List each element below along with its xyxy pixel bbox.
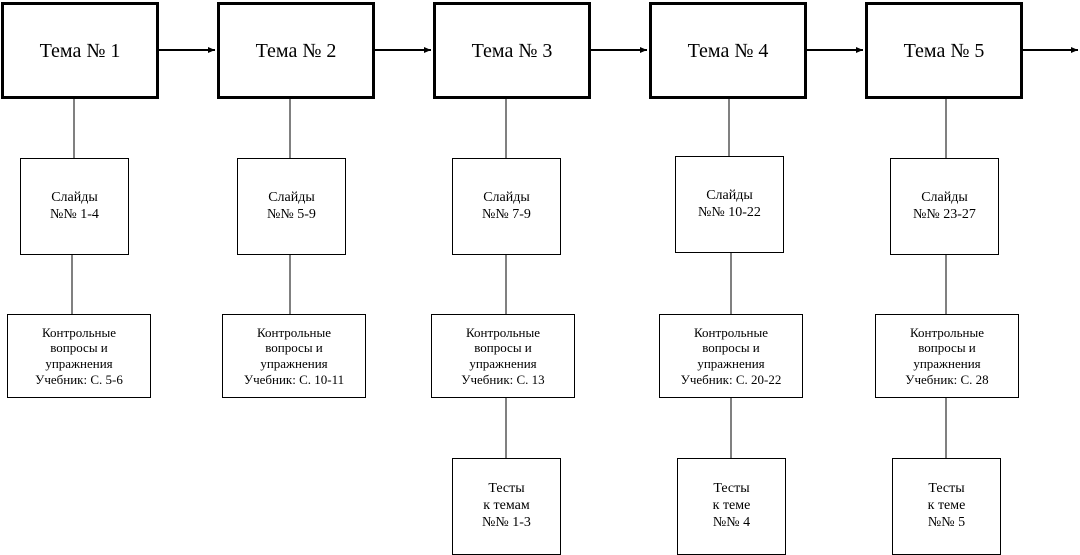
topic-5-tests-box: Тесты к теме №№ 5	[892, 458, 1001, 555]
topic-5-slides-box: Слайды №№ 23-27	[890, 158, 999, 255]
topic-4-tests-box: Тесты к теме №№ 4	[677, 458, 786, 555]
topic-3-slides-box: Слайды №№ 7-9	[452, 158, 561, 255]
topic-1-box: Тема № 1	[1, 2, 159, 99]
topic-2-slides-box: Слайды №№ 5-9	[237, 158, 346, 255]
topic-1-exercises-box: Контрольные вопросы и упражнения Учебник…	[7, 314, 151, 398]
topic-2-exercises-box: Контрольные вопросы и упражнения Учебник…	[222, 314, 366, 398]
topic-2-box: Тема № 2	[217, 2, 375, 99]
topic-4-exercises-box: Контрольные вопросы и упражнения Учебник…	[659, 314, 803, 398]
topic-1-slides-box: Слайды №№ 1-4	[20, 158, 129, 255]
topic-4-slides-box: Слайды №№ 10-22	[675, 156, 784, 253]
topic-5-box: Тема № 5	[865, 2, 1023, 99]
topic-4-box: Тема № 4	[649, 2, 807, 99]
topic-3-box: Тема № 3	[433, 2, 591, 99]
topic-5-exercises-box: Контрольные вопросы и упражнения Учебник…	[875, 314, 1019, 398]
topic-3-tests-box: Тесты к темам №№ 1-3	[452, 458, 561, 555]
topic-3-exercises-box: Контрольные вопросы и упражнения Учебник…	[431, 314, 575, 398]
